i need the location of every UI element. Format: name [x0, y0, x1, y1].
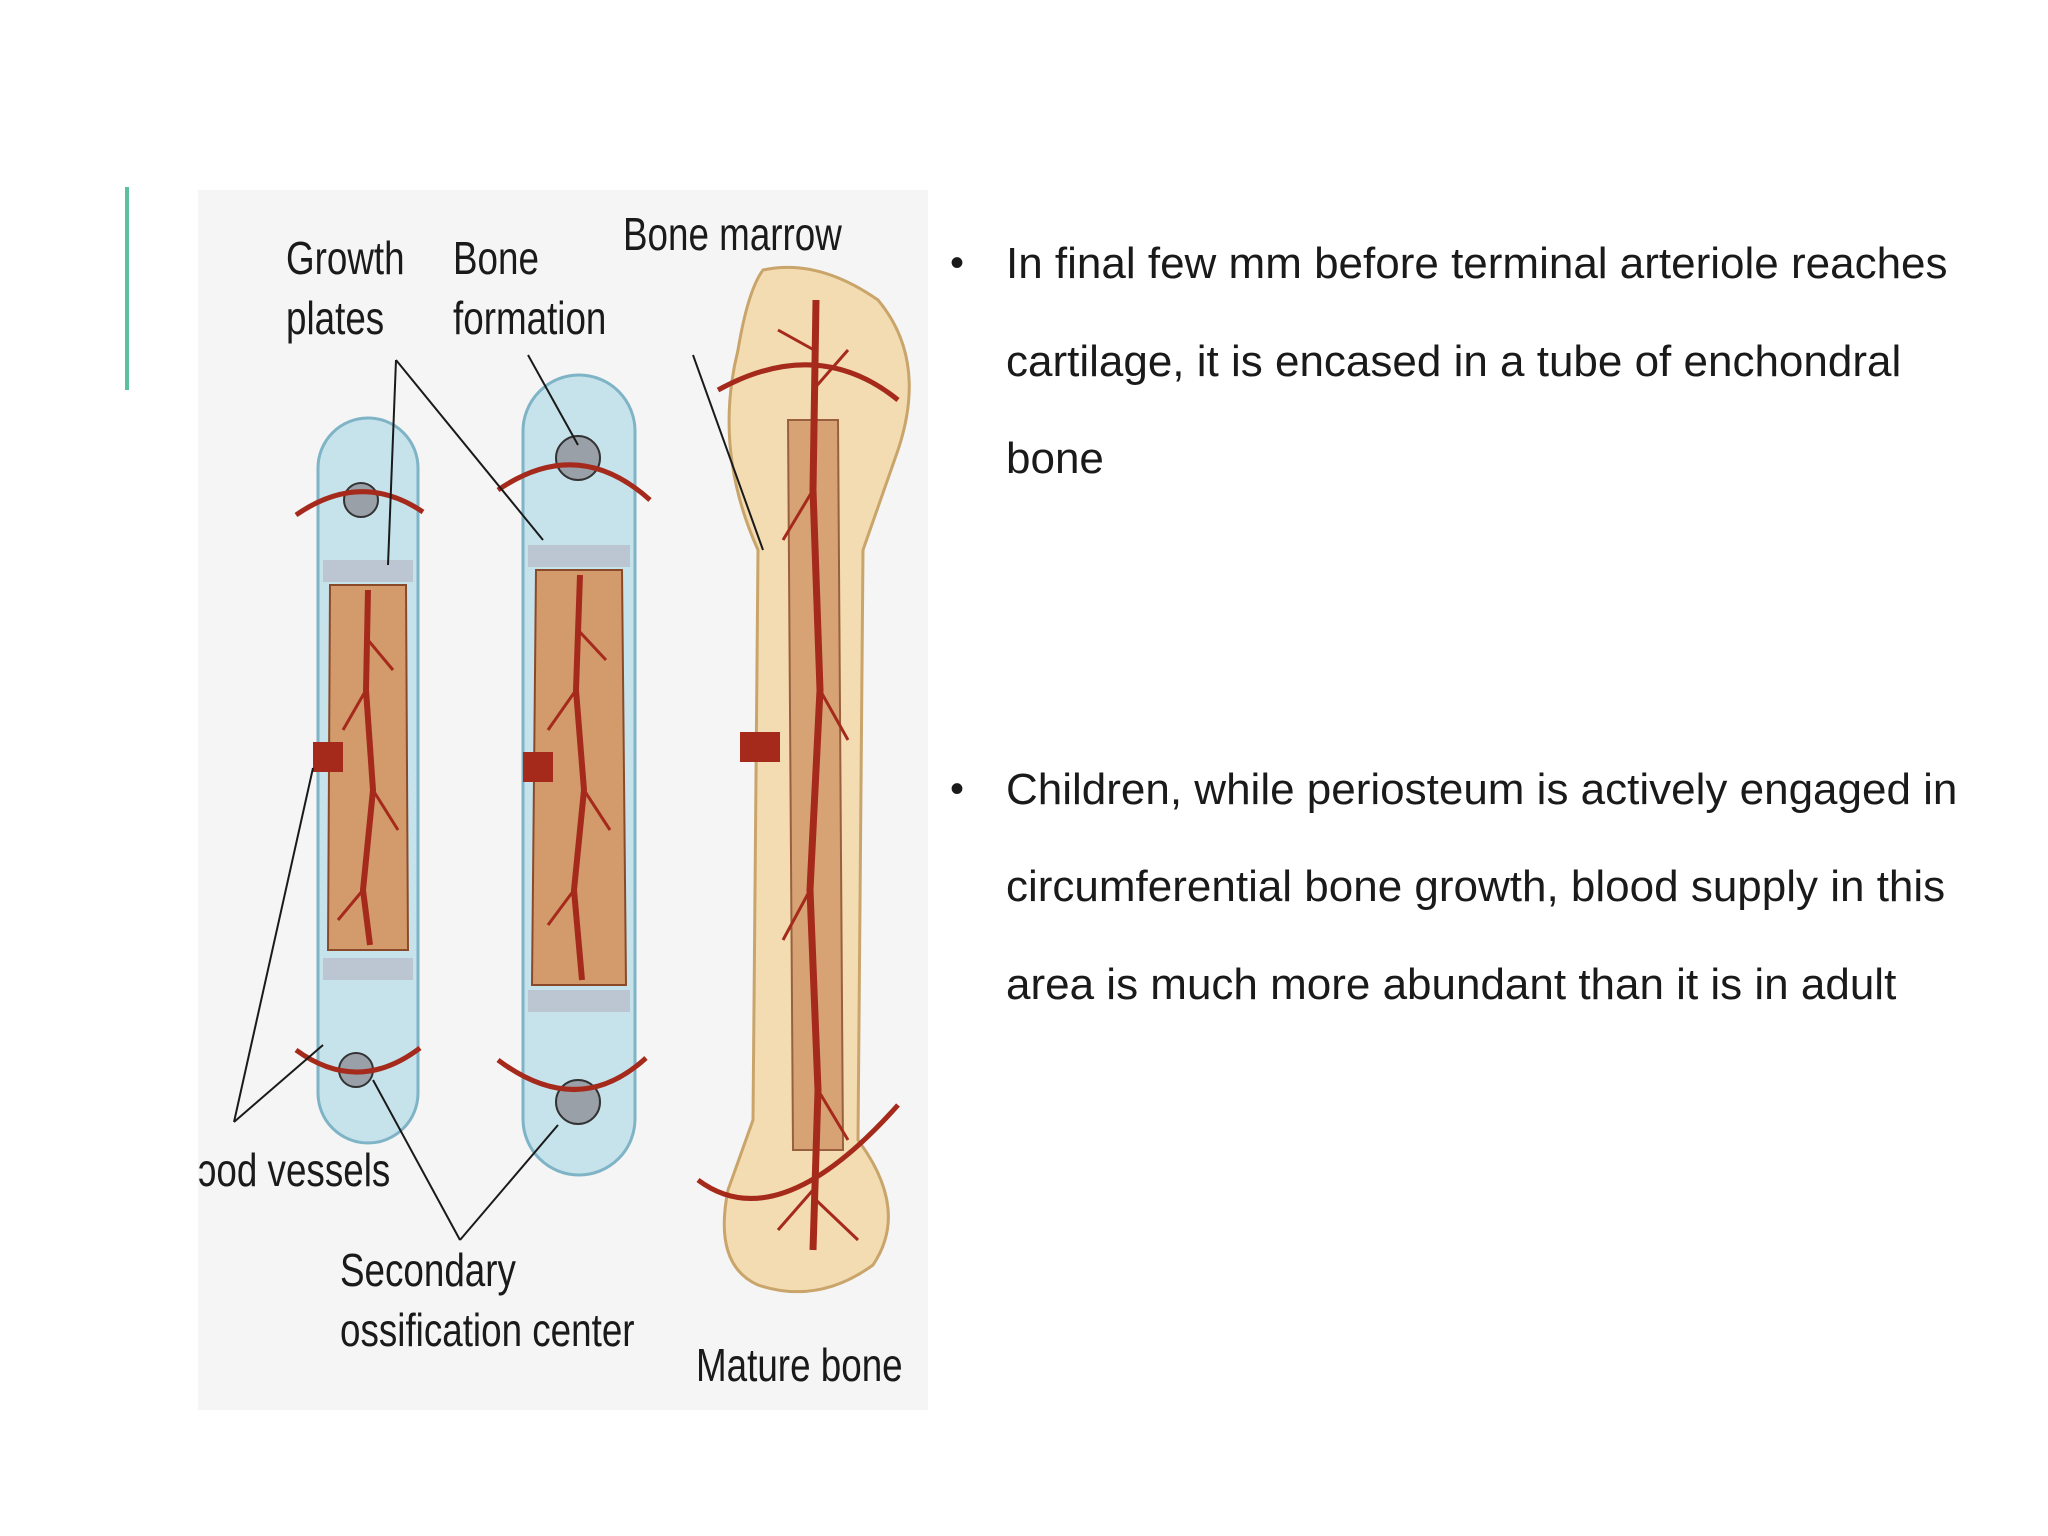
- child-bone: [294, 416, 425, 1145]
- label-secondary-ossification-line1: Secondary: [340, 1244, 516, 1296]
- label-mature-bone: Mature bone: [696, 1339, 903, 1391]
- slide-accent-bar: [125, 187, 129, 390]
- mature-bone: [696, 265, 911, 1294]
- bullet-marker: •: [950, 241, 965, 285]
- bullet-marker: •: [950, 766, 965, 811]
- forming-bone: [496, 373, 652, 1177]
- label-bone-marrow: Bone marrow: [623, 208, 842, 260]
- bullet-list: • In final few mm before terminal arterio…: [940, 215, 2000, 1033]
- label-growth-plates-line1: Growth: [286, 232, 405, 284]
- label-growth-plates-line2: plates: [286, 292, 385, 344]
- bullet-item: • In final few mm before terminal arterio…: [940, 215, 2000, 508]
- label-secondary-ossification-line2: ossification center: [340, 1304, 635, 1356]
- label-bone-formation-line1: Bone: [453, 232, 539, 284]
- bullet-text: In final few mm before terminal arteriol…: [1006, 239, 1948, 483]
- leader-lines: [233, 354, 764, 1241]
- label-bone-formation-line2: formation: [453, 292, 607, 344]
- label-blood-vessels: ɔod vessels: [198, 1144, 391, 1196]
- bone-growth-illustration: Growth plates Bone formation Bone marrow…: [198, 190, 928, 1410]
- bone-growth-diagram: [233, 265, 911, 1294]
- bullet-text: Children, while periosteum is actively e…: [1006, 764, 1958, 1009]
- bullet-item: • Children, while periosteum is actively …: [940, 741, 2000, 1034]
